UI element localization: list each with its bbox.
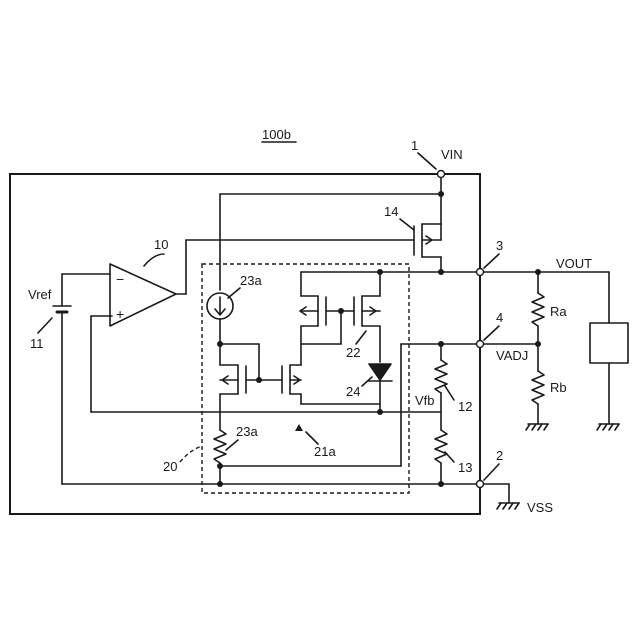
current-source-leader xyxy=(228,288,240,298)
transistor-14-ref: 14 xyxy=(384,204,398,219)
block-21a-leader xyxy=(306,432,318,444)
vadj-leader xyxy=(484,326,499,340)
resistor-ra xyxy=(532,272,544,344)
current-source-ref: 23a xyxy=(240,273,262,288)
vadj-label: VADJ xyxy=(496,348,528,363)
vss-leader xyxy=(484,464,499,480)
vout-ref: 3 xyxy=(496,238,503,253)
diode-24-ref: 24 xyxy=(346,384,360,399)
vadj-ref: 4 xyxy=(496,310,503,325)
pmos-mirror-22 xyxy=(300,272,380,362)
resistor-23a-leader xyxy=(226,440,238,450)
op-amp-minus-sign: − xyxy=(116,271,124,287)
vin-ref: 1 xyxy=(411,138,418,153)
vss-label: VSS xyxy=(527,500,553,515)
block-21a-outline xyxy=(202,264,409,493)
vin-label: VIN xyxy=(441,147,463,162)
transistor-14-leader xyxy=(400,219,414,230)
vin-terminal xyxy=(438,171,445,178)
vin-leader xyxy=(418,153,436,169)
vref-label: Vref xyxy=(28,287,52,302)
op-amp-ref: 10 xyxy=(154,237,168,252)
block-20-ref: 20 xyxy=(163,459,177,474)
vadj-terminal xyxy=(477,341,484,348)
current-source-23a xyxy=(207,293,233,347)
resistor-12-leader xyxy=(445,386,454,400)
vref-source-11 xyxy=(53,274,71,484)
resistor-rb xyxy=(526,344,548,430)
ra-label: Ra xyxy=(550,304,567,319)
op-amp-plus-sign: + xyxy=(116,306,124,322)
block-21a-marker xyxy=(295,424,303,431)
block-21a-ref: 21a xyxy=(314,444,336,459)
resistor-13-leader xyxy=(445,452,454,462)
vss-ref: 2 xyxy=(496,448,503,463)
vout-terminal xyxy=(477,269,484,276)
vref-ref: 11 xyxy=(30,336,44,351)
mirror-22-ref: 22 xyxy=(346,345,360,360)
vout-label: VOUT xyxy=(556,256,592,271)
block-20-leader xyxy=(180,446,202,462)
resistor-23a-ref: 23a xyxy=(236,424,258,439)
figure-title: 100b xyxy=(262,127,291,142)
resistor-12-ref: 12 xyxy=(458,399,472,414)
vout-leader xyxy=(484,254,499,268)
resistor-13-ref: 13 xyxy=(458,460,472,475)
resistor-13 xyxy=(435,430,447,482)
resistor-23a xyxy=(214,430,226,484)
load-box xyxy=(590,272,628,430)
output-transistor-14 xyxy=(186,224,441,294)
mirror-22-leader xyxy=(356,331,366,344)
vref-leader xyxy=(38,318,52,333)
vss-terminal xyxy=(477,481,484,488)
rb-label: Rb xyxy=(550,380,567,395)
vss-rail xyxy=(62,481,519,509)
vfb-label: Vfb xyxy=(415,393,435,408)
op-amp-leader xyxy=(144,254,164,266)
